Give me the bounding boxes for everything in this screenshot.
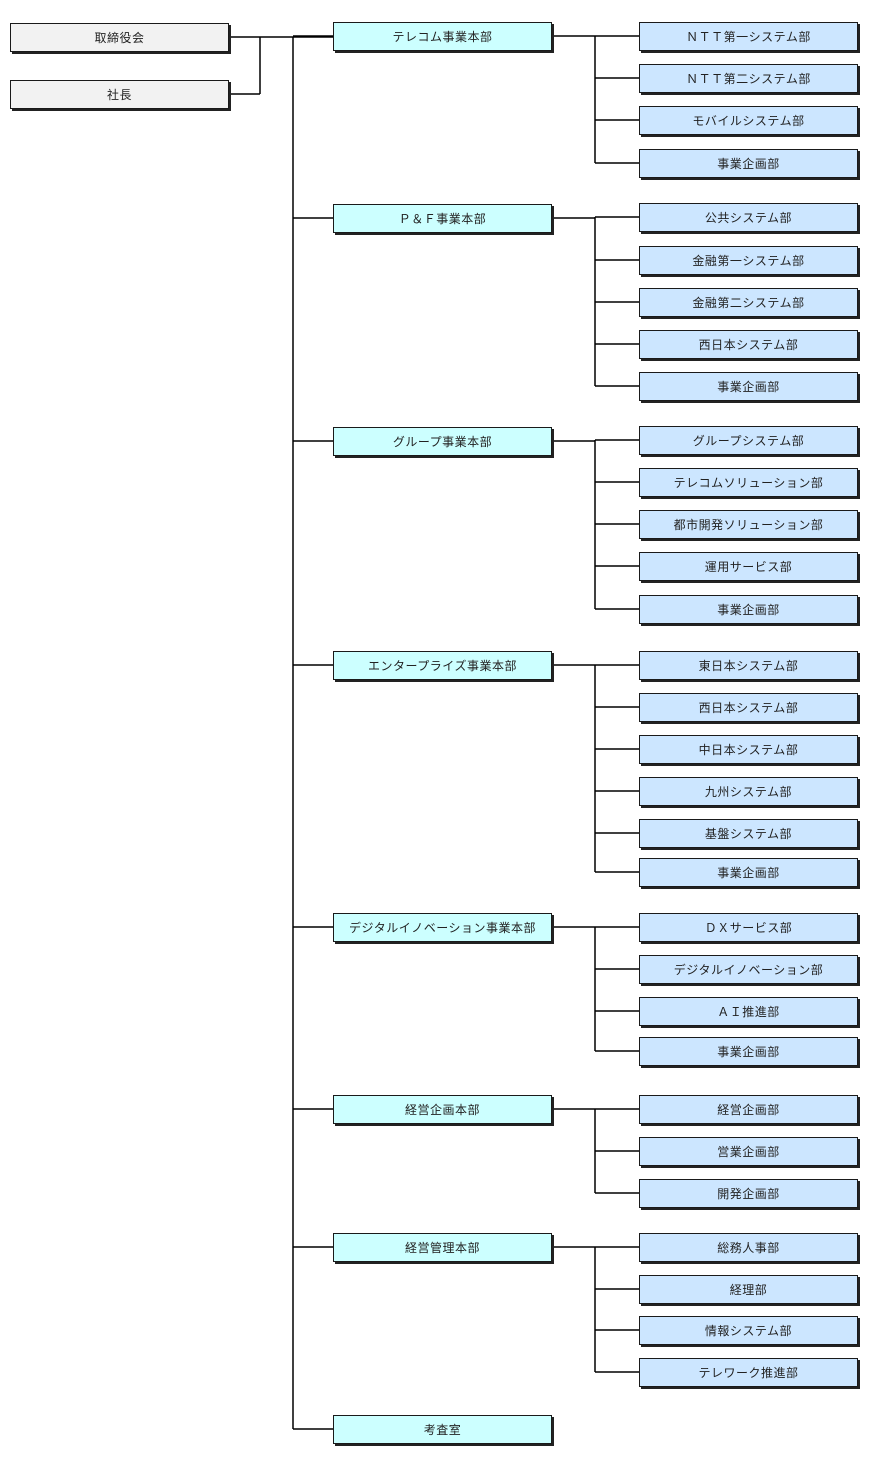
department-box: 事業企画部 (639, 371, 858, 401)
department-box: 開発企画部 (639, 1178, 858, 1208)
department-box: テレワーク推進部 (639, 1357, 858, 1387)
department-box: モバイルシステム部 (639, 105, 858, 135)
department-box: 西日本システム部 (639, 692, 858, 722)
president-box: 社長 (10, 79, 229, 109)
department-box: 経営企画部 (639, 1094, 858, 1124)
department-box: 経理部 (639, 1274, 858, 1304)
department-box: グループシステム部 (639, 425, 858, 455)
division-box: エンタープライズ事業本部 (333, 650, 552, 680)
division-box: 経営企画本部 (333, 1094, 552, 1124)
department-box: 事業企画部 (639, 1036, 858, 1066)
division-box: テレコム事業本部 (333, 21, 552, 51)
department-box: 公共システム部 (639, 202, 858, 232)
department-box: ＮＴＴ第二システム部 (639, 63, 858, 93)
department-box: 基盤システム部 (639, 818, 858, 848)
division-box: グループ事業本部 (333, 426, 552, 456)
division-box: デジタルイノベーション事業本部 (333, 912, 552, 942)
department-box: 情報システム部 (639, 1315, 858, 1345)
board-of-directors-box: 取締役会 (10, 22, 229, 52)
division-box: Ｐ＆Ｆ事業本部 (333, 203, 552, 233)
division-box: 考査室 (333, 1414, 552, 1444)
department-box: 都市開発ソリューション部 (639, 509, 858, 539)
department-box: デジタルイノベーション部 (639, 954, 858, 984)
department-box: 金融第一システム部 (639, 245, 858, 275)
division-box: 経営管理本部 (333, 1232, 552, 1262)
department-box: ＡＩ推進部 (639, 996, 858, 1026)
department-box: ＤＸサービス部 (639, 912, 858, 942)
department-box: 総務人事部 (639, 1232, 858, 1262)
department-box: 運用サービス部 (639, 551, 858, 581)
department-box: 事業企画部 (639, 857, 858, 887)
department-box: テレコムソリューション部 (639, 467, 858, 497)
department-box: 中日本システム部 (639, 734, 858, 764)
department-box: ＮＴＴ第一システム部 (639, 21, 858, 51)
department-box: 金融第二システム部 (639, 287, 858, 317)
department-box: 西日本システム部 (639, 329, 858, 359)
department-box: 営業企画部 (639, 1136, 858, 1166)
department-box: 九州システム部 (639, 776, 858, 806)
department-box: 東日本システム部 (639, 650, 858, 680)
department-box: 事業企画部 (639, 148, 858, 178)
department-box: 事業企画部 (639, 594, 858, 624)
